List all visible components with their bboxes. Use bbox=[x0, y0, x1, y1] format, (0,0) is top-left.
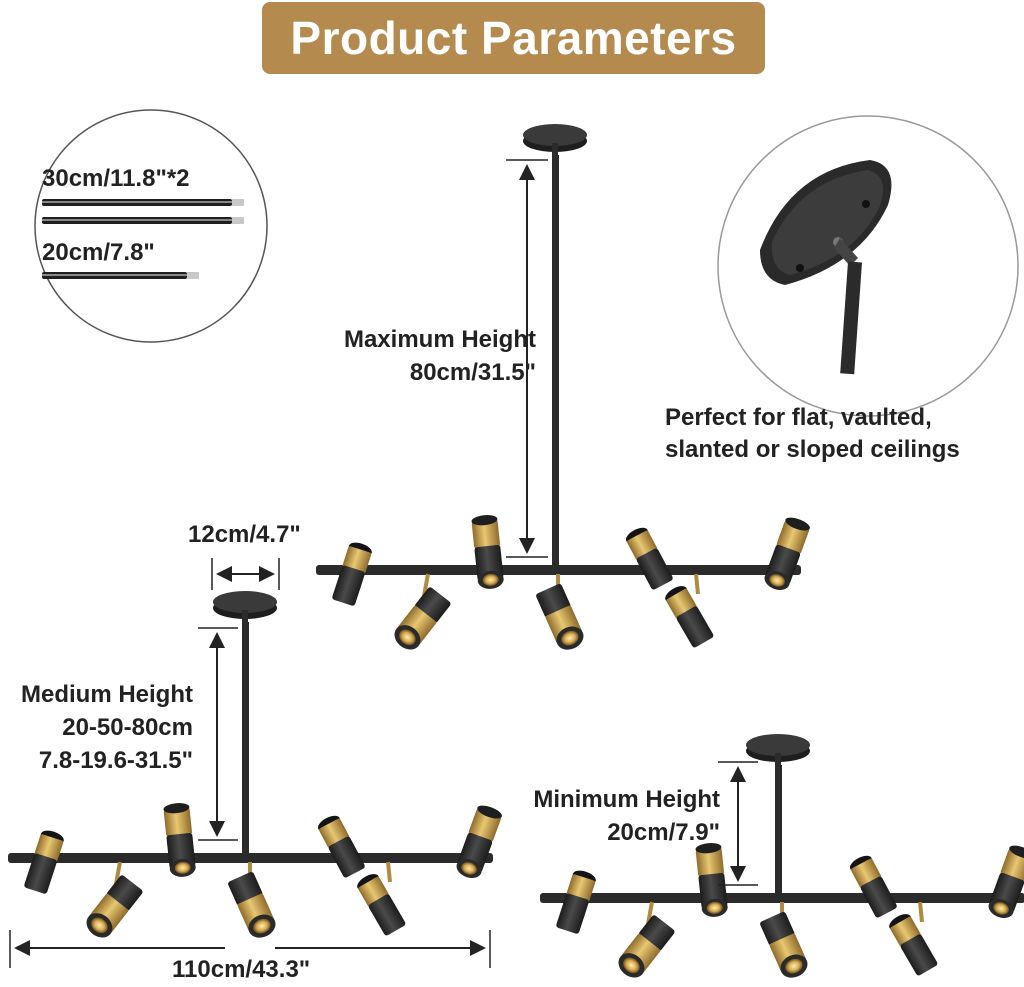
min-height-title: Minimum Height bbox=[533, 786, 720, 813]
rod-label-20cm: 20cm/7.8" bbox=[42, 239, 155, 266]
medium-height-in: 7.8-19.6-31.5" bbox=[38, 747, 193, 774]
top-fixture bbox=[316, 514, 812, 655]
rod-30cm-1 bbox=[42, 199, 244, 206]
medium-height-title: Medium Height bbox=[21, 681, 193, 708]
detail-circle bbox=[717, 115, 1019, 417]
rod-circle bbox=[34, 109, 268, 343]
rod-30cm-2 bbox=[42, 217, 244, 224]
sloped-canopy bbox=[760, 160, 892, 375]
max-height-title: Maximum Height bbox=[343, 326, 536, 353]
rod-20cm bbox=[42, 272, 199, 279]
min-stem bbox=[775, 765, 782, 897]
header-banner: Product Parameters bbox=[262, 2, 765, 74]
medium-fixture bbox=[8, 802, 504, 943]
total-width-label: 110cm/43.3" bbox=[172, 956, 311, 983]
medium-stem bbox=[242, 622, 249, 858]
medium-height-cm: 20-50-80cm bbox=[62, 714, 193, 741]
ceiling-note-line1: Perfect for flat, vaulted, bbox=[665, 404, 932, 431]
max-height-value: 80cm/31.5" bbox=[409, 359, 536, 386]
ceiling-note-line2: slanted or sloped ceilings bbox=[665, 436, 960, 463]
min-height-value: 20cm/7.9" bbox=[607, 819, 720, 846]
canopy-width-label: 12cm/4.7" bbox=[188, 521, 301, 548]
top-stem bbox=[552, 155, 559, 570]
page-title: Product Parameters bbox=[290, 12, 737, 64]
rod-label-30cm: 30cm/11.8"*2 bbox=[42, 165, 190, 192]
